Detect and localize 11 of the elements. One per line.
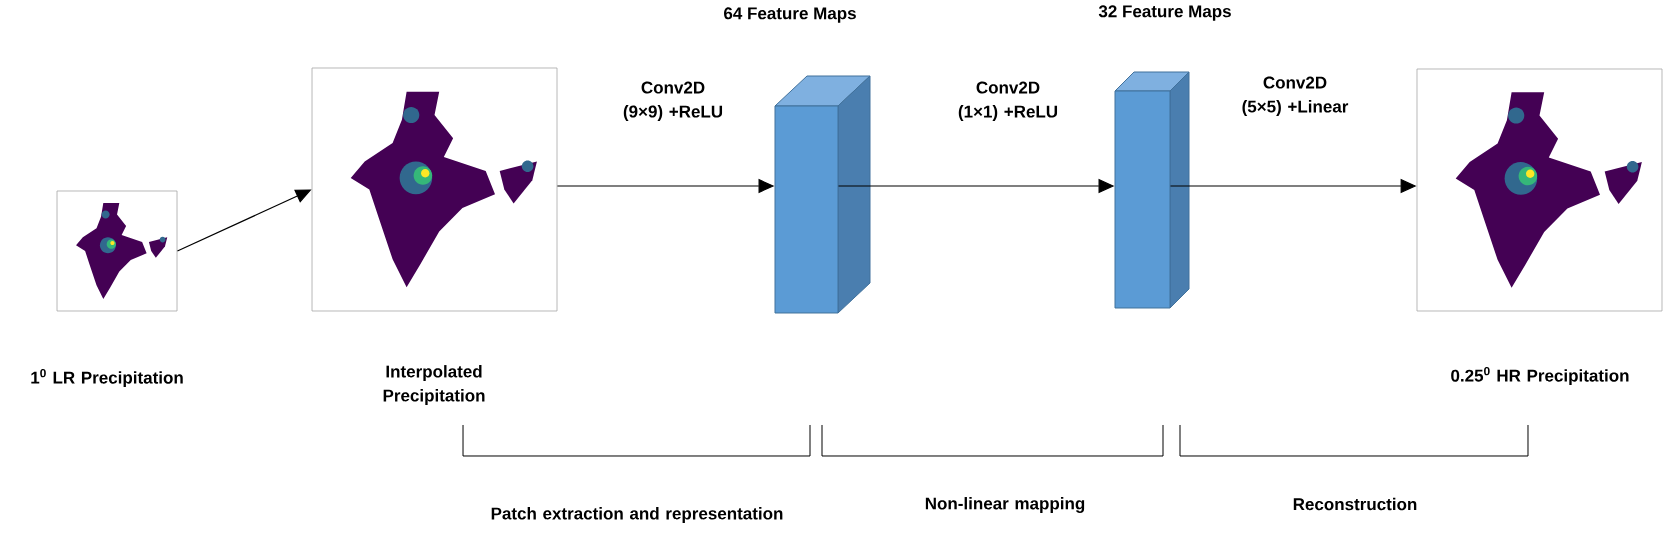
- edge-label: Conv2D (1×1) +ReLU: [958, 81, 1058, 121]
- edge-label: Conv2D (9×9) +ReLU: [623, 81, 723, 121]
- block-heading: 64 Feature Maps: [724, 7, 856, 23]
- block-heading: 32 Feature Maps: [1098, 5, 1231, 21]
- stage-label: Reconstruction: [1293, 497, 1417, 511]
- stage-label: Patch extraction and representation: [491, 507, 783, 523]
- stage-label: Non-linear mapping: [925, 497, 1085, 513]
- map-caption: 1$^{0}$ LR Precipitation: [31, 368, 183, 388]
- map-caption: Interpolated Precipitation: [383, 365, 485, 405]
- map-caption: 0.25$^{0}$ HR Precipitation: [1451, 366, 1629, 386]
- edge-label: Conv2D (5×5) +Linear: [1242, 76, 1349, 116]
